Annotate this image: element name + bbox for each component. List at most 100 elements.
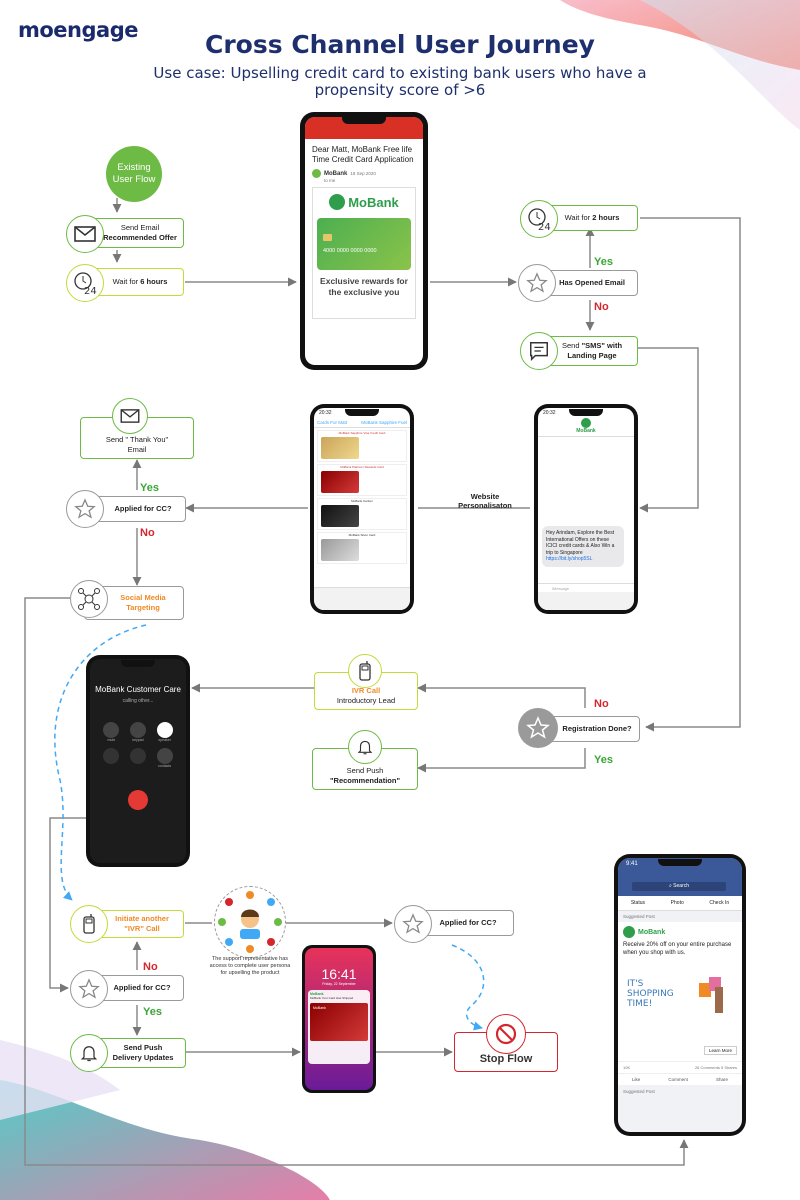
applied-cc-label: Applied for CC? <box>114 504 172 513</box>
social-media-label: Social Media <box>120 593 166 602</box>
fb-post-text: Receive 20% off on your entire purchase … <box>623 942 732 956</box>
fb-tab-photo[interactable]: Photo <box>670 900 684 906</box>
web-tab-sapphire[interactable]: MoBank Sapphire Fuel <box>361 420 407 425</box>
web-card-title: MoBank Sapphire Visa Credit Card <box>338 431 386 435</box>
website-personalisation-label: Website Personalisaton <box>450 492 520 510</box>
edge-no-label: No <box>143 961 158 973</box>
stop-flow-label: Stop Flow <box>479 1053 533 1065</box>
fb-like-button[interactable]: Like <box>632 1077 641 1082</box>
send-sms-sub: Landing Page <box>567 351 617 360</box>
star-icon <box>518 264 556 302</box>
star-icon <box>518 708 558 748</box>
fb-tab-status[interactable]: Status <box>630 900 646 906</box>
mobank-logo-text: MoBank <box>348 194 399 210</box>
phone-notch <box>569 409 603 416</box>
edge-no-label: No <box>594 698 609 710</box>
fb-shares-count: 5 Shares <box>720 1065 737 1070</box>
sms-phone: 20:32 MoBank Hey Arindam, Explore the Be… <box>534 404 638 614</box>
initiate-ivr-label: Initiate another <box>115 914 169 923</box>
learn-more-button[interactable]: Learn More <box>703 1046 737 1055</box>
web-card-title: MoBank Silver Card <box>348 533 376 537</box>
mute-button[interactable]: mute <box>98 722 125 742</box>
web-tab-cards[interactable]: Cards For Matt <box>317 420 348 425</box>
initiate-ivr-sub: "IVR" Call <box>124 924 160 933</box>
shopping-bags-icon <box>699 973 729 1013</box>
email-tagline: Exclusive rewards for the exclusive you <box>320 276 408 297</box>
fb-post-header: MoBank <box>623 926 737 938</box>
web-card-item: MoBank Silver Card <box>317 532 407 564</box>
fb-tab-checkin[interactable]: Check In <box>709 900 730 906</box>
contact-avatar <box>581 418 591 428</box>
clock-24-icon: 24 <box>520 200 558 238</box>
sms-input-bar[interactable]: iMessage <box>538 583 634 592</box>
registration-label: Registration Done? <box>562 724 632 733</box>
web-tabs: Cards For Matt MoBank Sapphire Fuel <box>314 418 410 428</box>
contacts-button[interactable]: contacts <box>151 748 178 768</box>
email-date: 18 Sep 2020 <box>350 171 376 176</box>
social-media-sub: Targeting <box>126 603 160 612</box>
email-sender: MoBank <box>324 170 348 177</box>
call-buttons: mute keypad speaker contacts <box>98 722 178 768</box>
email-subject: Dear Matt, MoBank Free life Time Credit … <box>312 145 414 164</box>
notif-card-text: MoBank <box>313 1006 326 1010</box>
edge-no-label: No <box>594 301 609 313</box>
fb-share-button[interactable]: Share <box>715 1077 728 1082</box>
end-call-button[interactable] <box>128 790 148 810</box>
call-phone: MoBank Customer Care calling other... mu… <box>86 655 190 867</box>
fb-ad-image: IT'S SHOPPING TIME! <box>623 961 737 1037</box>
ad-line-1: IT'S <box>627 979 644 989</box>
mobank-logo: MoBank <box>313 194 415 210</box>
call-status: calling other... <box>122 698 154 704</box>
keypad-button[interactable]: keypad <box>125 722 152 742</box>
fb-comments-count: 26 Comments <box>694 1065 720 1070</box>
sms-icon <box>520 332 558 370</box>
sms-link[interactable]: https://bit.ly/shop5SL <box>546 556 593 562</box>
send-sms-label: Send <box>561 341 582 350</box>
credit-card-image: 4000 0000 0000 0000 <box>317 218 411 270</box>
email-phone: Dear Matt, MoBank Free life Time Credit … <box>300 112 428 370</box>
red-card-image <box>321 471 359 493</box>
sms-input-placeholder: iMessage <box>552 586 570 591</box>
svg-text:24: 24 <box>538 222 551 232</box>
fb-suggested-label: Suggested Post <box>623 914 655 919</box>
speaker-button[interactable]: speaker <box>151 722 178 742</box>
ivr-call-label: IVR Call <box>351 686 381 695</box>
ad-line-2: SHOPPING <box>627 989 674 999</box>
opened-email-label: Has Opened Email <box>559 278 625 287</box>
fb-suggested-label-2: Suggested Post <box>623 1089 655 1094</box>
black-card-image <box>321 505 359 527</box>
star-icon <box>66 490 104 528</box>
website-label-line2: Personalisaton <box>458 501 512 510</box>
fb-actions-row: Like Comment Share <box>618 1073 742 1085</box>
web-status-time: 20:32 <box>319 410 332 416</box>
add-call-button[interactable] <box>98 748 125 768</box>
fb-search-bar[interactable]: ⌕ Search <box>632 882 726 891</box>
sms-message: Hey Arindam, Explore the Best Internatio… <box>546 530 615 556</box>
web-card-title: MoBank Platinum Rewards Card <box>340 465 384 469</box>
fb-page-name[interactable]: MoBank <box>638 928 666 936</box>
fb-reactions: 10K <box>623 1065 631 1070</box>
ad-headline: IT'S SHOPPING TIME! <box>627 979 674 1009</box>
start-label: Existing User Flow <box>112 162 156 185</box>
wait-2h-value: 2 hours <box>592 213 620 222</box>
notif-text: MoBank Your Card Has Shipped <box>310 996 354 1000</box>
logo-leaf-icon <box>329 194 346 210</box>
speaker-label: speaker <box>158 738 171 742</box>
facetime-button[interactable] <box>125 748 152 768</box>
website-phone: 20:32 Cards For Matt MoBank Sapphire Fue… <box>310 404 414 614</box>
thank-you-label: Send " Thank You" Email <box>105 435 169 454</box>
sms-status-time: 20:32 <box>543 410 556 416</box>
card-chip <box>323 234 332 241</box>
fb-time: 9:41 <box>626 861 638 867</box>
applied-cc-label: Applied for CC? <box>439 918 497 927</box>
lock-notification[interactable]: MoBank MoBank Your Card Has Shipped MoBa… <box>308 990 370 1064</box>
sms-screen: 20:32 MoBank Hey Arindam, Explore the Be… <box>538 408 634 610</box>
send-email-sub: Recommended Offer <box>103 233 177 242</box>
page-subtitle: Use case: Upselling credit card to exist… <box>153 64 647 99</box>
edge-yes-label: Yes <box>143 1006 162 1018</box>
facebook-phone: 9:41 ⌕ Search Status Photo Check In Sugg… <box>614 854 746 1136</box>
sms-app-bar <box>538 592 634 610</box>
fb-comment-button[interactable]: Comment <box>668 1077 688 1082</box>
facebook-screen: 9:41 ⌕ Search Status Photo Check In Sugg… <box>618 858 742 1132</box>
